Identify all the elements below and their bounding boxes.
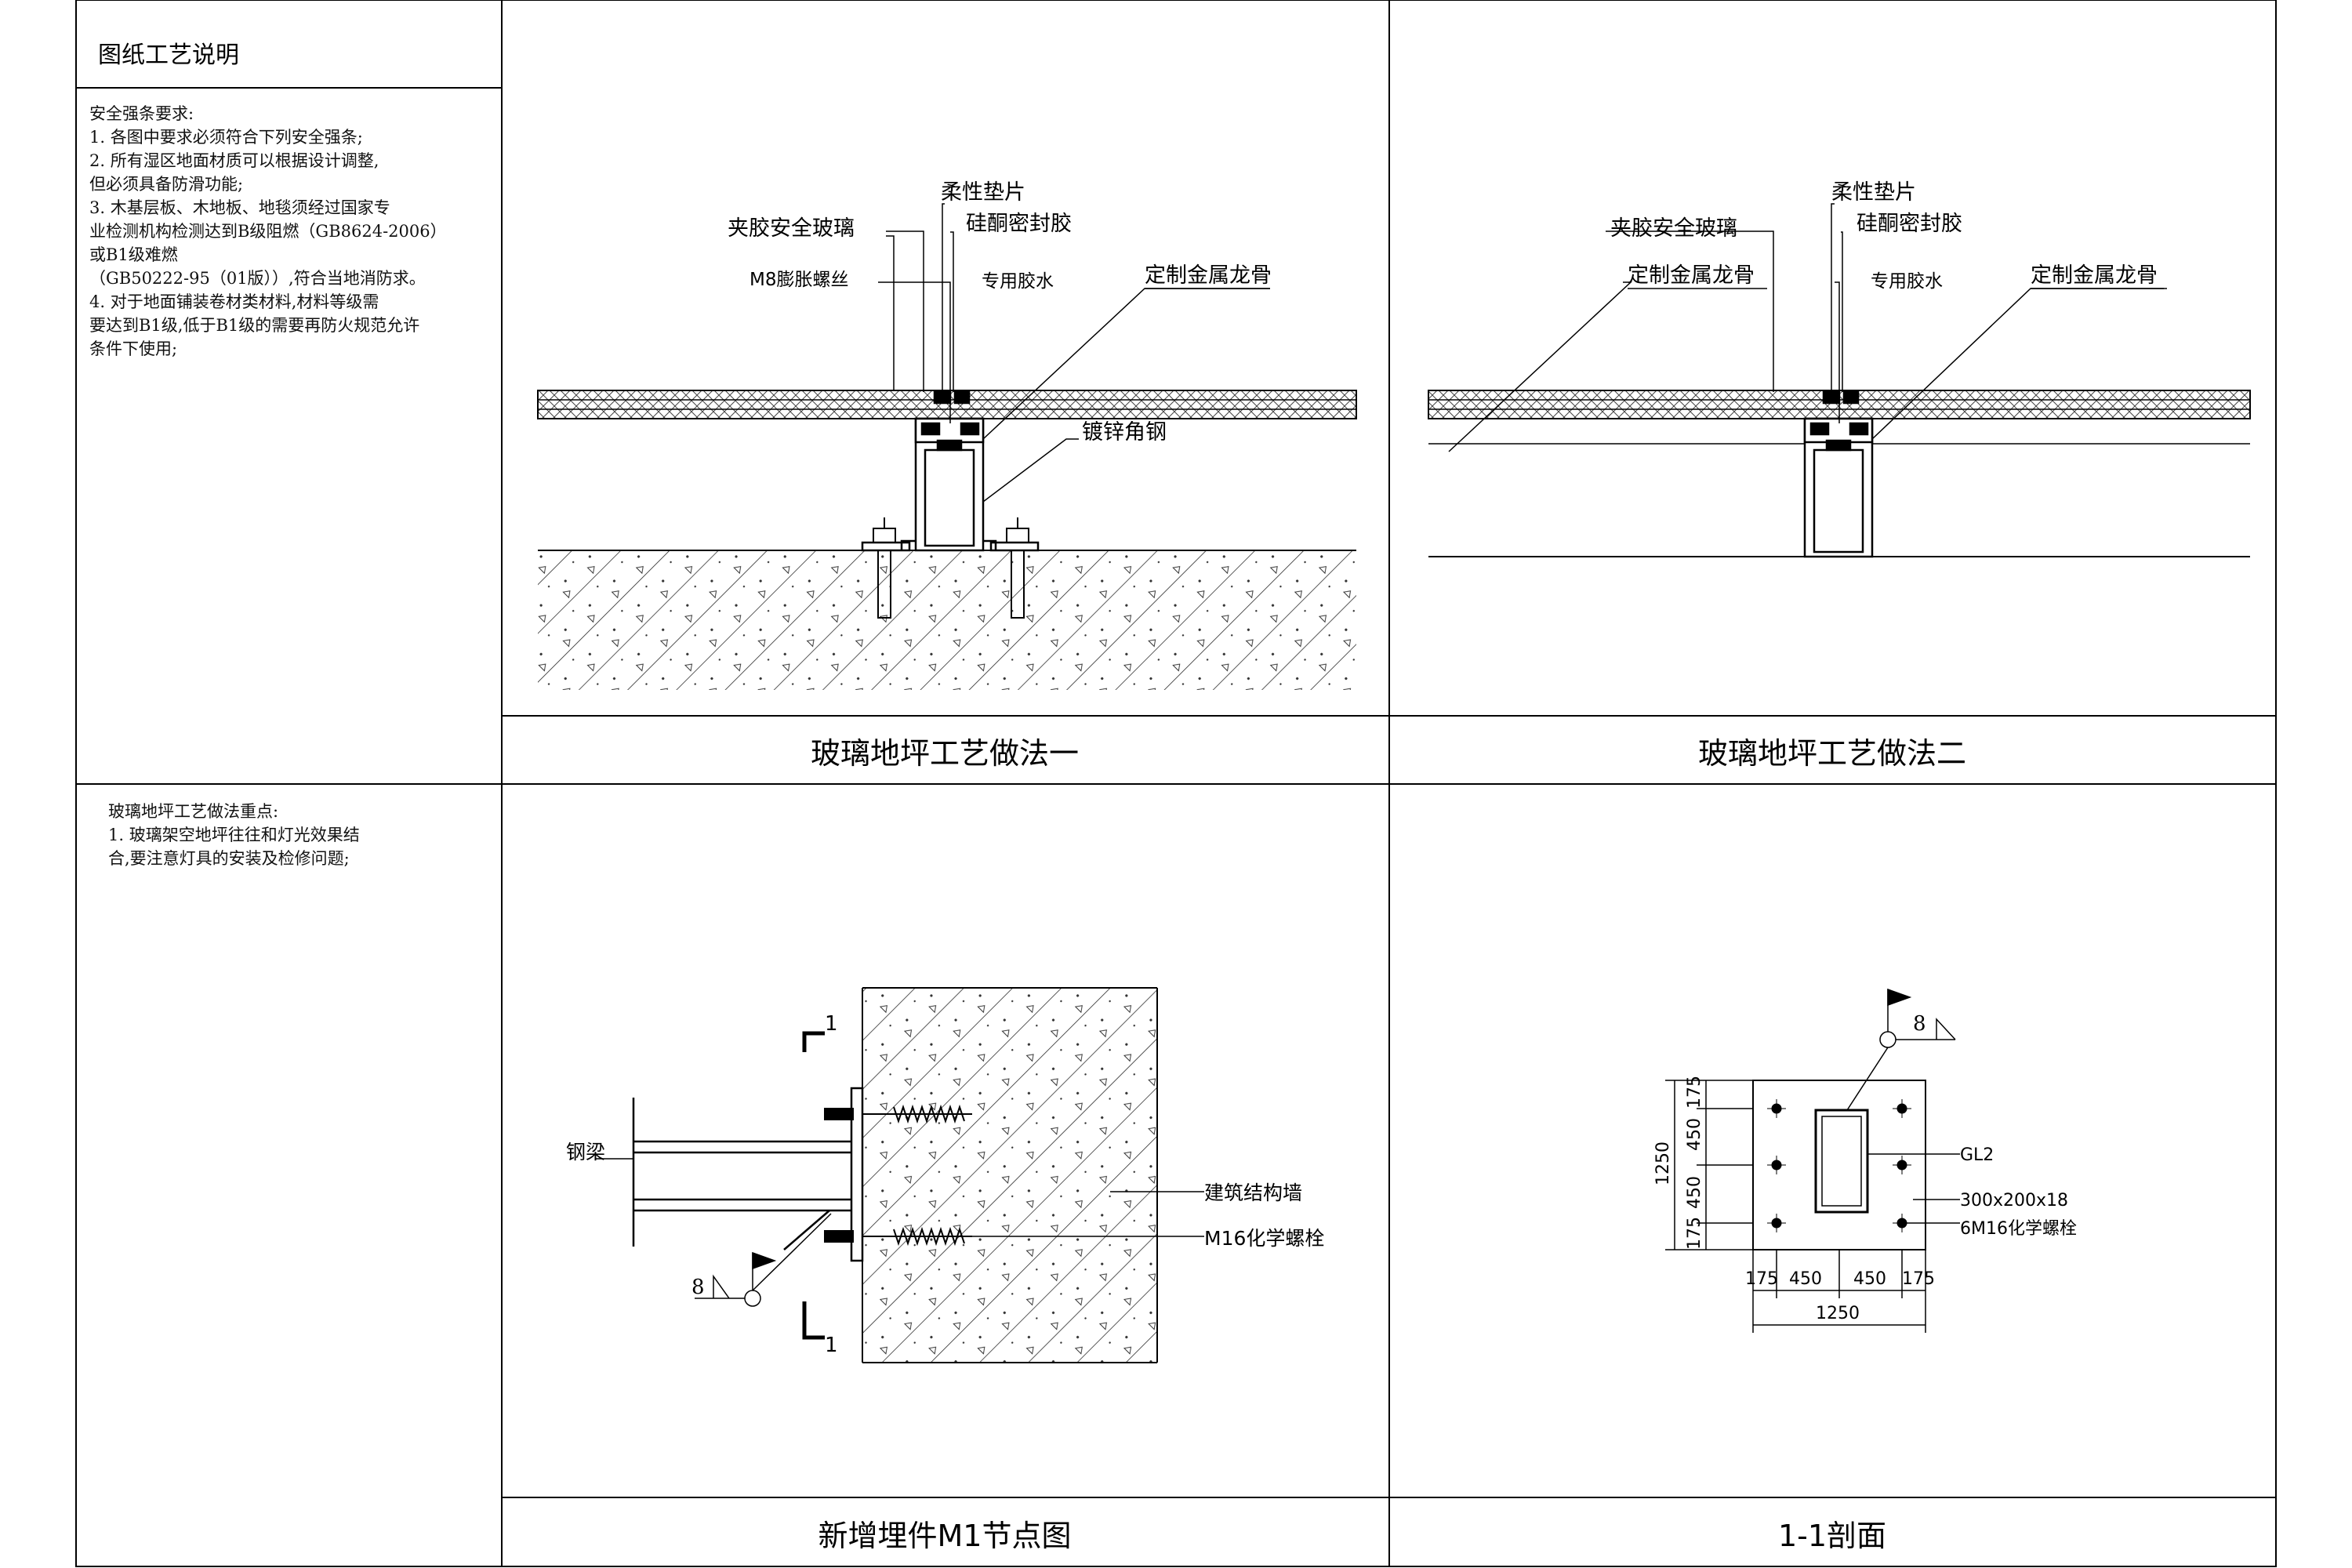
section-marker-1 [802, 1031, 825, 1340]
vertical-dimensions [1665, 1080, 1753, 1250]
safety-note-line: 或B1级难燃 [89, 245, 178, 264]
key-point-line: 玻璃地坪工艺做法重点: [108, 802, 279, 821]
safety-note-line: 2. 所有湿区地面材质可以根据设计调整, [89, 151, 379, 170]
metal-keel-2 [1803, 390, 1874, 558]
dim-h-mid1: 450 [1789, 1269, 1822, 1289]
detail-glass-floor-method-1: 柔性垫片 硅酮密封胶 夹胶安全玻璃 专用胶水 M8膨胀螺丝 定制金属龙骨 镀锌角… [537, 180, 1357, 690]
concrete-base-hatch [538, 550, 1356, 690]
label-laminated-glass-2: 夹胶安全玻璃 [1610, 216, 1737, 241]
label-silicone-sealant-2: 硅酮密封胶 [1857, 212, 1962, 236]
label-custom-keel: 定制金属龙骨 [1145, 263, 1272, 288]
expansion-bolts [873, 517, 1029, 619]
chemical-anchors [824, 1104, 972, 1247]
label-flex-pad-2: 柔性垫片 [1831, 180, 1916, 205]
panel-title-method-1: 玻璃地坪工艺做法一 [810, 736, 1079, 771]
label-flex-pad: 柔性垫片 [941, 180, 1025, 205]
label-galvanized-angle: 镀锌角钢 [1082, 420, 1167, 445]
safety-note-line: 要达到B1级,低于B1级的需要再防火规范允许 [89, 316, 420, 335]
dim-h-total: 1250 [1816, 1304, 1860, 1323]
key-point-line: 合,要注意灯具的安装及检修问题; [108, 849, 350, 868]
dim-h-mid2: 450 [1853, 1269, 1886, 1289]
label-special-glue-2: 专用胶水 [1871, 271, 1943, 292]
label-silicone-sealant: 硅酮密封胶 [966, 212, 1072, 236]
method-key-points: 玻璃地坪工艺做法重点: 1. 玻璃架空地坪往往和灯光效果结合,要注意灯具的安装及检… [108, 800, 360, 870]
leader-lines [878, 203, 1270, 503]
label-m16-chemical-anchor: M16化学螺栓 [1204, 1227, 1324, 1250]
anchor-bolt-holes [1767, 1099, 1911, 1232]
embedded-plate [850, 1087, 864, 1262]
horizontal-dimensions [1752, 1250, 1926, 1333]
sheet-frame [75, 0, 2277, 1567]
safety-note-line: （GB50222-95（01版））,符合当地消防求。 [89, 269, 426, 288]
dim-v-mid2: 450 [1685, 1176, 1704, 1209]
dim-v-total: 1250 [1653, 1142, 1673, 1185]
section-mark-top: 1 [825, 1012, 838, 1036]
dim-h-right: 175 [1902, 1269, 1935, 1289]
weld-size-m1: 8 [691, 1276, 705, 1299]
safety-note-line: 4. 对于地面铺装卷材类材料,材料等级需 [89, 292, 379, 311]
metal-keel [914, 390, 985, 552]
structural-wall-hatch [862, 988, 1157, 1363]
detail-section-1-1: 8 GL2 300x200x18 6M16化学螺栓 1250 175 450 4… [1653, 988, 2077, 1333]
detail-embedded-part-m1: 1 1 8 钢梁 建筑结构墙 M16化学螺栓 [566, 987, 1324, 1363]
detail-glass-floor-method-2: 柔性垫片 硅酮密封胶 夹胶安全玻璃 定制金属龙骨 专用胶水 定制金属龙骨 [1428, 180, 2251, 558]
section-mark-bottom: 1 [825, 1334, 838, 1357]
safety-requirements: 安全强条要求: 1. 各图中要求必须符合下列安全强条; 2. 所有湿区地面材质可以根… [89, 102, 447, 361]
safety-note-line: 安全强条要求: [89, 104, 194, 123]
safety-note-line: 业检测机构检测达到B级阻燃（GB8624-2006） [89, 222, 447, 241]
label-laminated-glass: 夹胶安全玻璃 [728, 216, 855, 241]
dim-h-left: 175 [1745, 1269, 1778, 1289]
label-custom-keel-left: 定制金属龙骨 [1628, 263, 1755, 288]
dim-v-mid1: 450 [1685, 1118, 1704, 1151]
label-plate-size: 300x200x18 [1960, 1191, 2068, 1210]
label-m8-expansion-bolt: M8膨胀螺丝 [750, 270, 848, 290]
leader-lines-2 [1448, 203, 2164, 452]
sheet-header: 图纸工艺说明 [98, 42, 239, 69]
label-6m16-anchor: 6M16化学螺栓 [1960, 1219, 2077, 1239]
weld-symbol-section [1846, 988, 1956, 1111]
safety-note-line: 条件下使用; [89, 339, 178, 358]
gl2-tube [1814, 1109, 1869, 1214]
label-special-glue: 专用胶水 [982, 271, 1054, 292]
safety-note-line: 3. 木基层板、木地板、地毯须经过国家专 [89, 198, 390, 217]
label-custom-keel-right: 定制金属龙骨 [2031, 263, 2158, 288]
safety-note-line: 1. 各图中要求必须符合下列安全强条; [89, 128, 363, 147]
dim-v-bot: 175 [1685, 1217, 1704, 1250]
dim-v-top: 175 [1685, 1076, 1704, 1109]
panel-title-m1-node: 新增埋件M1节点图 [818, 1519, 1072, 1553]
key-point-line: 1. 玻璃架空地坪往往和灯光效果结 [108, 826, 360, 844]
weld-symbol [695, 1213, 832, 1307]
panel-title-method-2: 玻璃地坪工艺做法二 [1697, 736, 1966, 771]
label-steel-beam: 钢梁 [566, 1141, 605, 1163]
label-structural-wall: 建筑结构墙 [1204, 1181, 1302, 1204]
safety-note-line: 但必须具备防滑功能; [89, 175, 244, 194]
weld-size-section: 8 [1913, 1012, 1926, 1036]
steel-beam [632, 1098, 851, 1250]
panel-title-section-1-1: 1-1剖面 [1777, 1519, 1887, 1553]
label-gl2: GL2 [1960, 1145, 1994, 1165]
